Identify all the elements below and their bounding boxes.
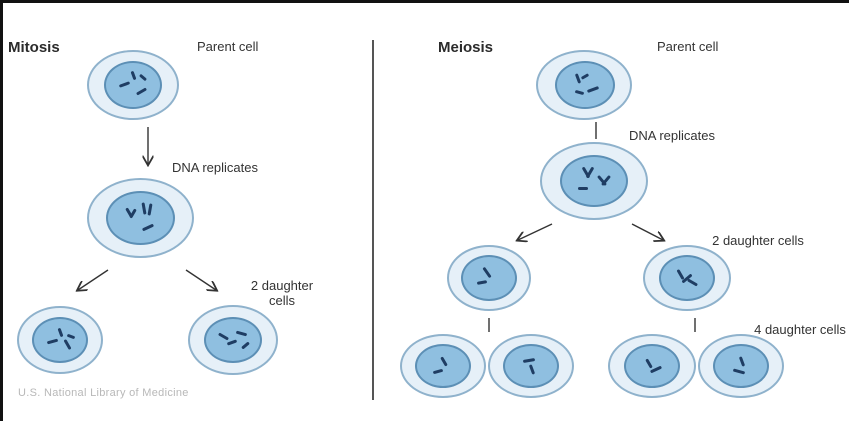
meiosis-4-daughter-cell-4 xyxy=(698,334,784,398)
mitosis-daughter-cell-2 xyxy=(188,305,278,375)
meiosis-daughter-nucleus xyxy=(659,255,715,301)
mitosis-replicates-label: DNA replicates xyxy=(172,160,258,175)
meiosis-arrow-left xyxy=(518,223,553,240)
meiosis-daughter-nucleus xyxy=(713,344,769,388)
meiosis-replicated-nucleus xyxy=(560,155,628,207)
mitosis-title: Mitosis xyxy=(8,39,60,56)
meiosis-4-daughters-label: 4 daughter cells xyxy=(754,322,846,337)
meiosis-daughter-nucleus xyxy=(624,344,680,388)
frame-left-border xyxy=(0,0,3,421)
mitosis-parent-label: Parent cell xyxy=(197,39,259,54)
frame-top-border xyxy=(0,0,849,3)
meiosis-2-daughter-cell-1 xyxy=(447,245,531,311)
chromosome xyxy=(578,187,588,190)
meiosis-replicated-cell xyxy=(540,142,648,220)
mitosis-parent-nucleus xyxy=(104,61,162,109)
meiosis-replicates-label: DNA replicates xyxy=(629,128,715,143)
meiosis-parent-label: Parent cell xyxy=(657,39,719,54)
mitosis-parent-cell xyxy=(87,50,179,120)
mitosis-daughter-nucleus xyxy=(204,317,262,363)
mitosis-daughter-cell-1 xyxy=(17,306,103,374)
mitosis-daughters-label: 2 daughter cells xyxy=(250,278,314,308)
mitosis-replicated-cell xyxy=(87,178,194,258)
mitosis-replicated-nucleus xyxy=(106,191,175,245)
meiosis-daughter-nucleus xyxy=(415,344,471,388)
meiosis-4-daughter-cell-3 xyxy=(608,334,696,398)
mitosis-daughter-nucleus xyxy=(32,317,88,363)
meiosis-parent-nucleus xyxy=(555,61,615,109)
meiosis-daughter-nucleus xyxy=(503,344,559,388)
mitosis-arrow-right xyxy=(185,269,216,290)
meiosis-2-daughter-cell-2 xyxy=(643,245,731,311)
mitosis-arrow-left xyxy=(78,269,109,290)
meiosis-arrow-right xyxy=(631,223,663,240)
meiosis-parent-cell xyxy=(536,50,632,120)
meiosis-title: Meiosis xyxy=(438,39,494,56)
meiosis-4-daughter-cell-1 xyxy=(400,334,486,398)
meiosis-2-daughters-label: 2 daughter cells xyxy=(712,233,804,248)
meiosis-4-daughter-cell-2 xyxy=(488,334,574,398)
source-credit: U.S. National Library of Medicine xyxy=(18,387,189,399)
panel-divider xyxy=(372,40,374,400)
meiosis-daughter-nucleus xyxy=(461,255,517,301)
